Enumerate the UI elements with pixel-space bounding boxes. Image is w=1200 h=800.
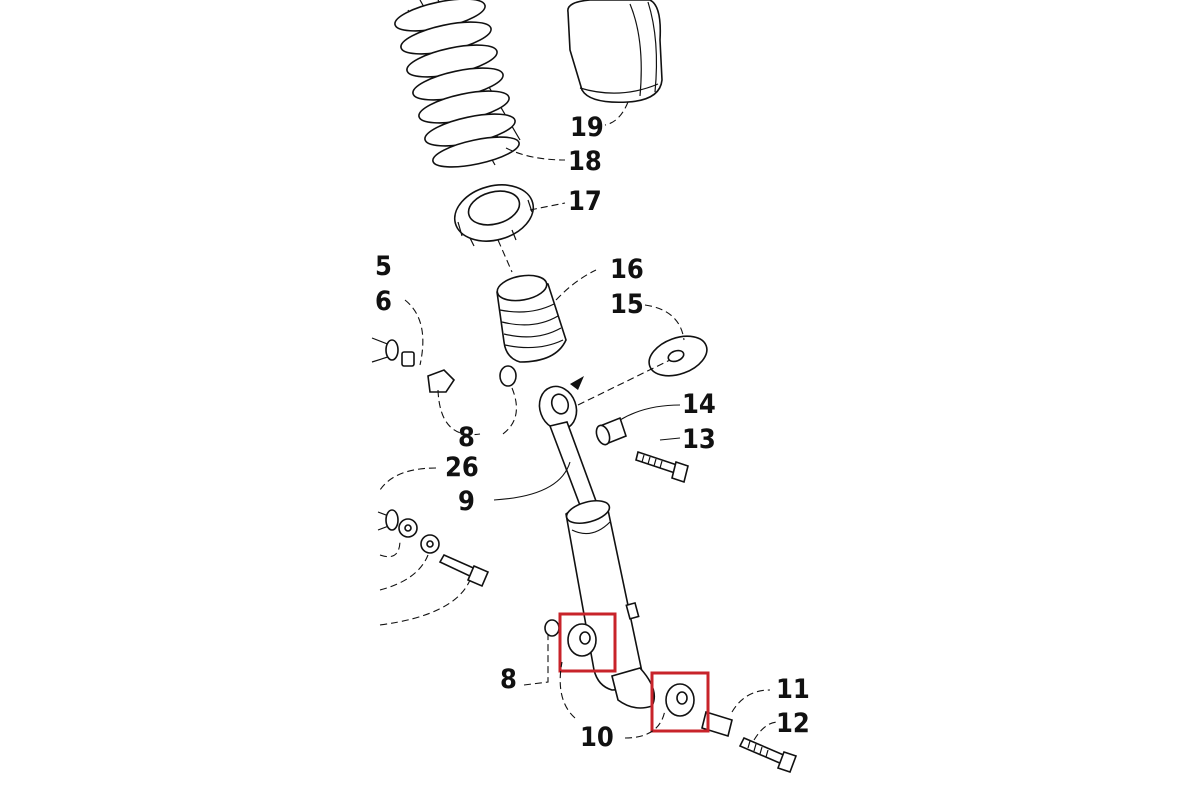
part-19-boot	[567, 0, 663, 104]
callout-9: 9	[458, 486, 475, 517]
callout-5: 5	[375, 251, 392, 282]
highlight-box-lower-bushing	[650, 671, 710, 733]
callout-13: 13	[682, 424, 716, 455]
callout-26: 26	[445, 452, 479, 483]
part-13-bolt	[635, 450, 689, 484]
callout-8-lower: 8	[500, 664, 517, 695]
callout-15: 15	[610, 289, 644, 320]
part-17-spring-seat	[453, 184, 535, 247]
callout-11: 11	[776, 674, 810, 705]
callout-16: 16	[610, 254, 644, 285]
part-15-washer	[648, 335, 708, 377]
part-14-sleeve	[595, 416, 627, 446]
leader-lines	[379, 101, 779, 741]
part-18-spring	[394, 0, 521, 168]
part-9-shock-body	[538, 385, 656, 709]
callout-14: 14	[682, 389, 716, 420]
callout-19: 19	[570, 112, 604, 143]
callout-12: 12	[776, 708, 810, 739]
centerline	[577, 359, 671, 406]
highlight-box-upper-bushing	[558, 612, 617, 673]
callout-18: 18	[568, 146, 602, 177]
callout-6: 6	[375, 286, 392, 317]
callout-10: 10	[580, 722, 614, 753]
callout-8-upper: 8	[458, 422, 475, 453]
left-upper-hardware	[371, 337, 517, 393]
arrow-marker	[570, 376, 584, 390]
part-16-bump-stop	[496, 274, 567, 363]
centerline	[497, 239, 513, 273]
callout-17: 17	[568, 186, 602, 217]
left-lower-hardware	[377, 509, 490, 588]
